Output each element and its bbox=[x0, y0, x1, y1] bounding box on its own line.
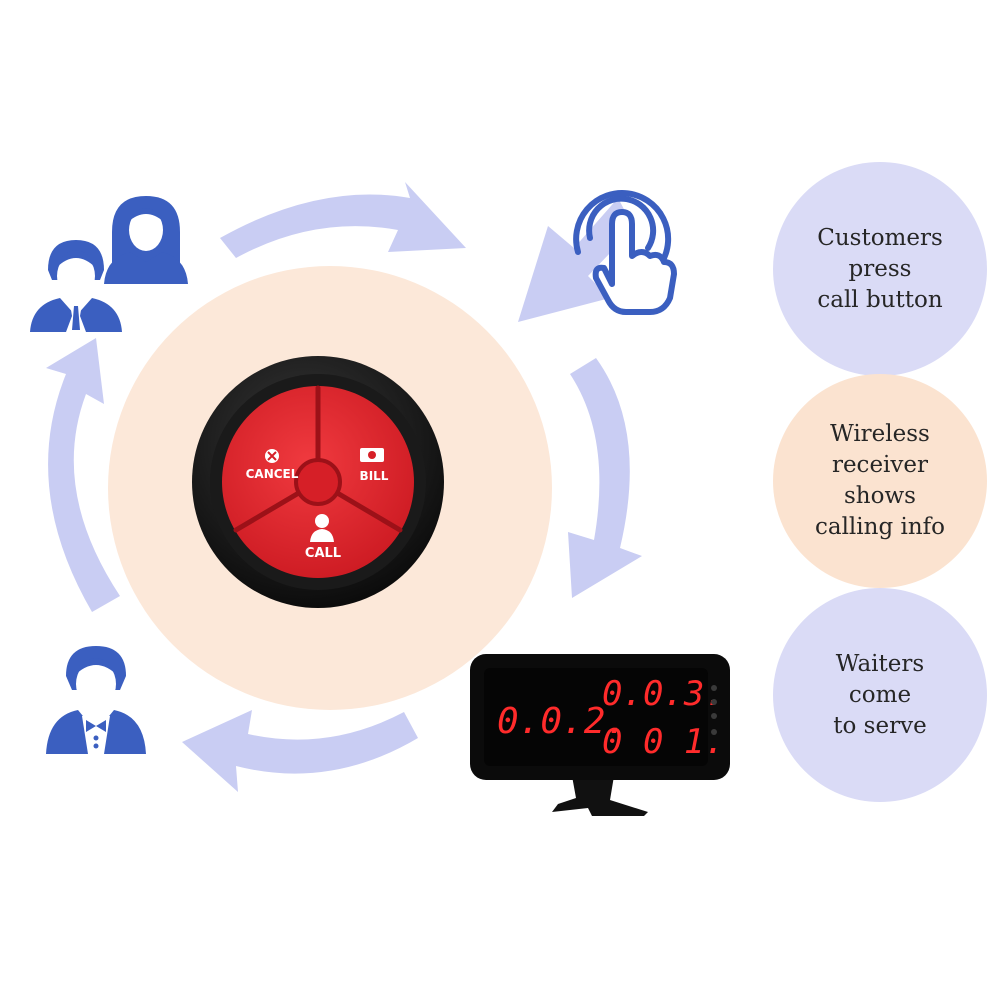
call-label: CALL bbox=[305, 546, 341, 561]
call-key[interactable]: CALL bbox=[305, 514, 341, 561]
call-waiter-icon bbox=[310, 514, 334, 542]
wireless-receiver: 0.0.2. 0.0.3. 0 0 1. bbox=[470, 654, 730, 816]
step-1-text: Customers press call button bbox=[817, 224, 943, 313]
right-top-number: 0.0.3. bbox=[602, 674, 725, 714]
man-figure bbox=[30, 240, 122, 332]
step-2-text: Wireless receiver shows calling info bbox=[814, 421, 946, 540]
call-button-device: CANCEL BILL CALL bbox=[192, 356, 444, 608]
top-arc-arrow bbox=[220, 182, 466, 258]
customers-icon bbox=[30, 196, 188, 332]
waiter-icon bbox=[46, 646, 146, 754]
bill-key[interactable]: BILL bbox=[360, 448, 389, 483]
bill-label: BILL bbox=[360, 469, 389, 483]
step-receiver-shows: Wireless receiver shows calling info bbox=[773, 374, 987, 588]
touch-arrow bbox=[518, 198, 634, 322]
touch-hand-icon bbox=[573, 190, 677, 315]
bottom-arc-arrow bbox=[182, 710, 418, 792]
center-button[interactable] bbox=[294, 458, 342, 506]
left-arc-arrow bbox=[46, 338, 120, 612]
cancel-label: CANCEL bbox=[246, 467, 299, 481]
cycle-arrows bbox=[46, 182, 642, 792]
woman-figure bbox=[104, 196, 188, 284]
right-arc-arrow bbox=[568, 358, 642, 598]
right-bottom-number: 0 0 1. bbox=[602, 722, 725, 762]
receiver-stand bbox=[552, 776, 648, 816]
step-customers-press: Customers press call button bbox=[773, 162, 987, 376]
receiver-side-buttons[interactable] bbox=[711, 685, 717, 735]
step-3-text: Waiters come to serve bbox=[833, 650, 927, 739]
left-number: 0.0.2. bbox=[497, 701, 627, 742]
step-waiters-serve: Waiters come to serve bbox=[773, 588, 987, 802]
cancel-key[interactable]: CANCEL bbox=[246, 449, 299, 481]
